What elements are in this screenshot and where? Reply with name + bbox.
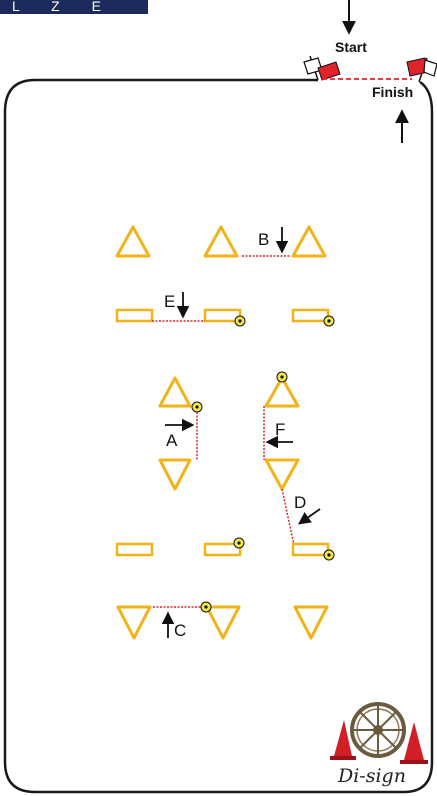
cone-down-5-1 — [116, 605, 152, 640]
cone-up-1-1 — [115, 225, 151, 258]
wagon-wheel-icon — [350, 702, 406, 758]
header-banner: L Z E — [0, 0, 148, 14]
ball-marker-4-2 — [233, 537, 245, 549]
cone-up-3-2 — [264, 376, 300, 408]
gate-d-line — [281, 488, 295, 546]
gate-f-label: F — [275, 420, 285, 439]
ball-marker-f — [276, 371, 288, 383]
gate-e-label: E — [164, 292, 175, 311]
bar-4-1 — [115, 542, 154, 557]
gate-b-label: B — [258, 230, 269, 249]
bar-2-3 — [291, 308, 330, 323]
arena-border — [3, 78, 434, 794]
bar-2-2 — [203, 308, 242, 323]
di-sign-logo: Di-sign — [330, 702, 428, 787]
ball-marker-2-2 — [234, 315, 246, 327]
ball-marker-4-3 — [323, 549, 335, 561]
logo-signature: Di-sign — [337, 765, 406, 787]
start-flag-left-icon — [303, 55, 341, 81]
finish-label: Finish — [372, 84, 413, 100]
start-label: Start — [335, 39, 367, 55]
ball-marker-a — [191, 401, 203, 413]
start-flag-right-icon — [406, 57, 437, 83]
traffic-cone-icon — [330, 720, 356, 760]
cone-down-3-1 — [158, 458, 192, 491]
gate-c-label: C — [174, 621, 186, 640]
bar-4-3 — [291, 542, 330, 557]
gate-d-label: D — [294, 493, 306, 512]
cone-down-5-2 — [205, 605, 241, 640]
bar-4-2 — [203, 542, 242, 557]
gate-a-label: A — [166, 431, 178, 450]
cone-down-3-2 — [264, 458, 300, 491]
gate-d-arrow-icon — [297, 508, 321, 525]
ball-marker-c — [200, 601, 212, 613]
cone-up-1-3 — [291, 225, 327, 258]
cone-up-1-2 — [203, 225, 239, 258]
bar-2-1 — [115, 308, 154, 323]
cone-up-3-1 — [158, 376, 192, 408]
traffic-cone-icon — [400, 722, 428, 764]
ball-marker-2-3 — [323, 315, 335, 327]
cone-down-5-3 — [293, 605, 329, 640]
